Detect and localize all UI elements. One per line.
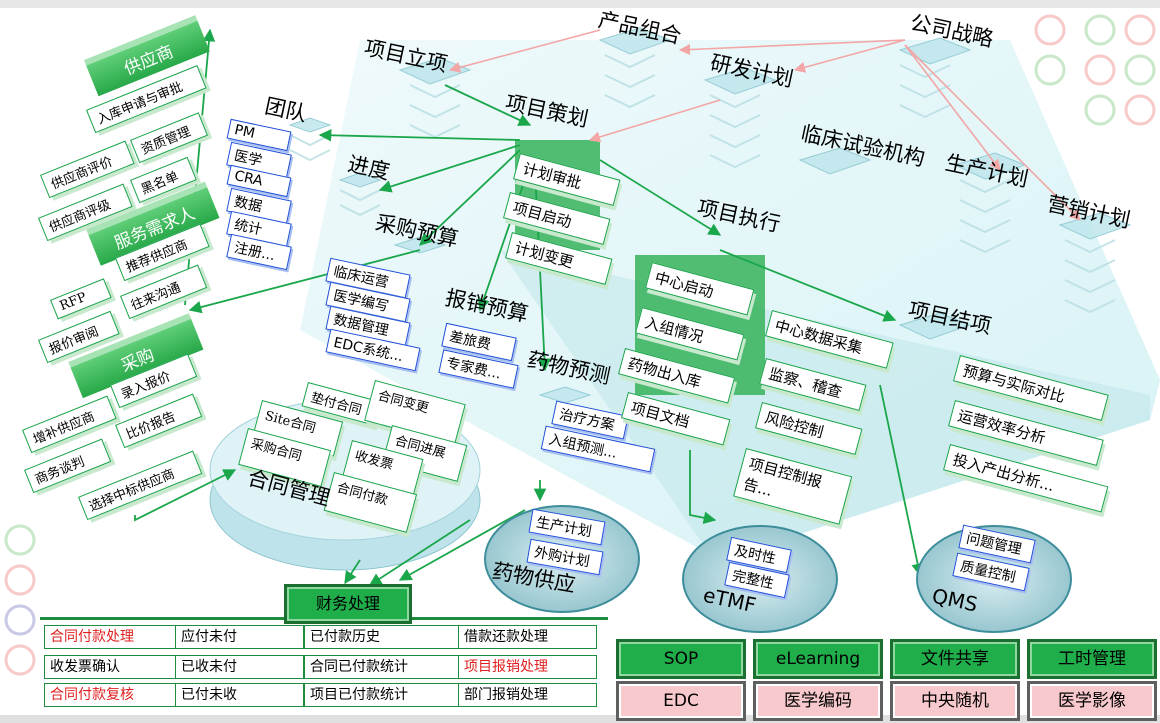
finance-cell[interactable]: 应付未付: [175, 625, 304, 649]
finance-cell[interactable]: 合同已付款统计: [304, 655, 459, 679]
module-button[interactable]: EDC: [616, 681, 746, 721]
finance-cell[interactable]: 合同付款复核: [44, 683, 176, 707]
module-button[interactable]: SOP: [616, 639, 746, 679]
finance-cell[interactable]: 合同付款处理: [44, 625, 176, 649]
finance-cell[interactable]: 项目报销处理: [458, 655, 597, 679]
module-button[interactable]: 中央随机: [890, 681, 1020, 721]
module-button[interactable]: eLearning: [753, 639, 883, 679]
finance-cell[interactable]: 已付未收: [175, 683, 304, 707]
finance-cell[interactable]: 借款还款处理: [458, 625, 597, 649]
finance-cell[interactable]: 已付款历史: [304, 625, 459, 649]
finance-cell[interactable]: 项目已付款统计: [304, 683, 459, 707]
module-button[interactable]: 医学影像: [1027, 681, 1157, 721]
module-button[interactable]: 文件共享: [890, 639, 1020, 679]
finance-cell[interactable]: 部门报销处理: [458, 683, 597, 707]
finance-cell[interactable]: 收发票确认: [44, 655, 176, 679]
module-button[interactable]: 医学编码: [753, 681, 883, 721]
finance-cell[interactable]: 已收未付: [175, 655, 304, 679]
module-button[interactable]: 工时管理: [1027, 639, 1157, 679]
finance-title: 财务处理: [284, 584, 412, 624]
